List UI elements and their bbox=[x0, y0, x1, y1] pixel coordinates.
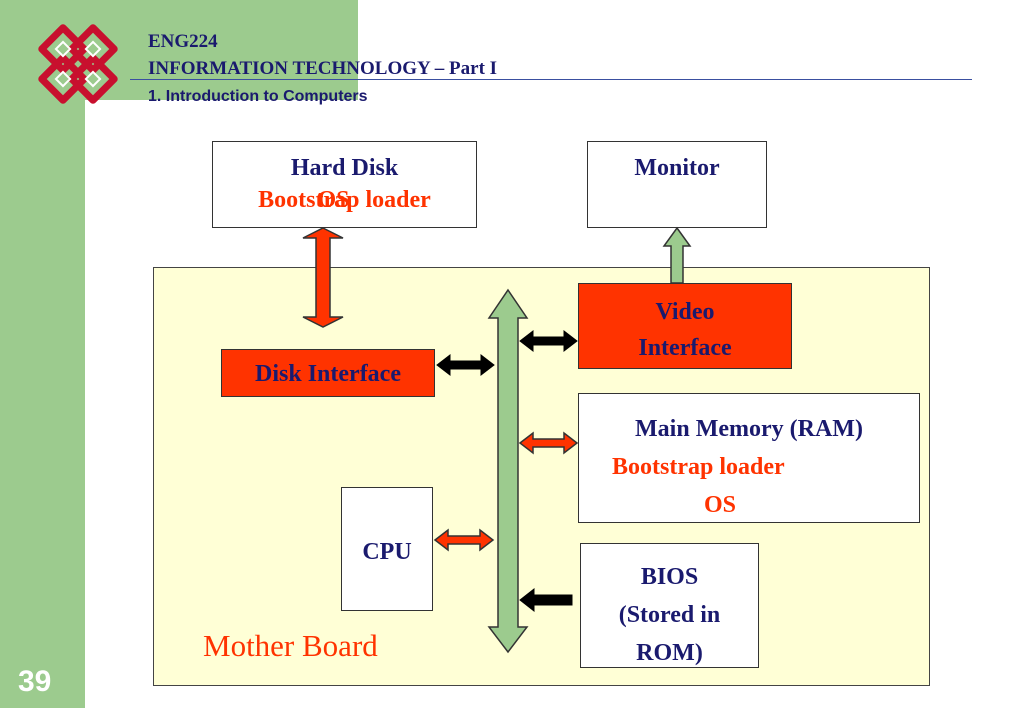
bios-line3: ROM) bbox=[636, 640, 703, 666]
sidebar-band bbox=[0, 0, 85, 708]
main-memory-bootstrap-loader: Bootstrap loader bbox=[612, 454, 785, 480]
disk-interface-box: Disk Interface bbox=[221, 349, 435, 397]
disk-interface-bus-arrow bbox=[436, 353, 495, 377]
video-interface-line1: Video bbox=[655, 299, 715, 325]
hard-disk-box: Hard Disk Bootstrap loader OS bbox=[212, 141, 477, 228]
hard-disk-os: OS bbox=[317, 187, 350, 213]
hard-disk-title: Hard Disk bbox=[290, 155, 399, 181]
bios-line2: (Stored in bbox=[618, 602, 721, 628]
main-memory-os: OS bbox=[704, 492, 737, 518]
monitor-title: Monitor bbox=[634, 155, 720, 181]
cpu-box: CPU bbox=[341, 487, 433, 611]
bios-box: BIOS (Stored in ROM) bbox=[580, 543, 759, 668]
bios-bus-arrow bbox=[519, 587, 573, 613]
course-code: ENG224 bbox=[148, 31, 218, 52]
cpu-bus-arrow bbox=[433, 528, 495, 552]
header-rule bbox=[130, 79, 972, 80]
mother-board-label: Mother Board bbox=[203, 628, 378, 663]
university-logo-icon bbox=[38, 24, 118, 104]
hard-disk-bootstrap-loader: Bootstrap loader bbox=[258, 187, 431, 213]
system-bus-arrow bbox=[487, 288, 529, 654]
bios-line1: BIOS bbox=[640, 564, 699, 590]
cpu-label: CPU bbox=[362, 539, 412, 565]
slide-subtitle: 1. Introduction to Computers bbox=[148, 88, 368, 105]
monitor-box: Monitor bbox=[587, 141, 767, 228]
hard-disk-arrow bbox=[302, 227, 344, 328]
video-interface-box: Video Interface bbox=[578, 283, 792, 369]
slide-number: 39 bbox=[18, 665, 52, 698]
disk-interface-label: Disk Interface bbox=[255, 361, 401, 387]
main-memory-box: Main Memory (RAM) Bootstrap loader OS bbox=[578, 393, 920, 523]
video-interface-bus-arrow bbox=[519, 329, 578, 353]
slide-title: INFORMATION TECHNOLOGY – Part I bbox=[148, 58, 498, 79]
header-band bbox=[85, 0, 358, 100]
video-interface-line2: Interface bbox=[638, 335, 732, 361]
main-memory-bus-arrow bbox=[518, 431, 579, 455]
monitor-up-arrow bbox=[662, 226, 692, 284]
main-memory-title: Main Memory (RAM) bbox=[635, 416, 863, 442]
